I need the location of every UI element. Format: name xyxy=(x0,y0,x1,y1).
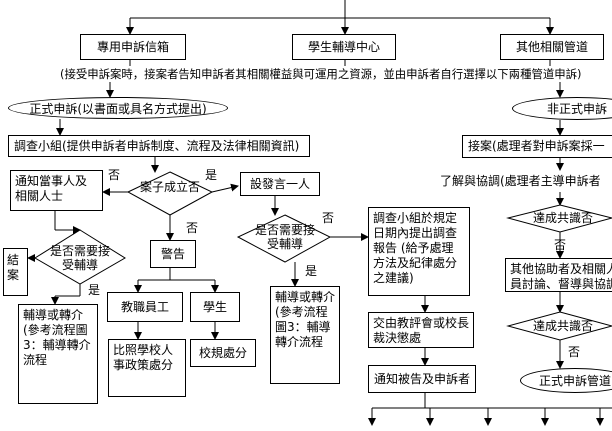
student-box: 學生 xyxy=(190,292,240,322)
formal-channel-oval: 正式申訴管道 xyxy=(520,368,612,393)
case-established-diamond: 案子成立否 xyxy=(140,180,201,194)
understand-coordinate-text: 了解與協調(處理者主導申訴者 xyxy=(440,174,601,188)
no-label-1: 否 xyxy=(108,168,121,182)
need-counsel-diamond-2: 是否需要接受輔導 xyxy=(254,223,315,251)
notify-parties-box: 通知當事人及相關人士 xyxy=(10,170,103,211)
other-channel-box: 其他相關管道 xyxy=(500,34,604,60)
other-assist-box: 其他協助者及相關人員討論、督導與協調 xyxy=(505,258,612,292)
student-center-box: 學生輔導中心 xyxy=(292,34,396,60)
yes-label-1: 是 xyxy=(205,168,218,182)
no-label-2: 否 xyxy=(186,221,199,235)
no-label-5: 否 xyxy=(568,345,581,359)
need-counsel-diamond-1: 是否需要接受輔導 xyxy=(49,244,110,272)
investigation-report-box: 調查小組於規定日期內提出調查報告 (給予處理方法及紀律處分之建議) xyxy=(368,207,470,296)
committee-box: 設發言一人 xyxy=(240,172,320,196)
consensus-diamond-2: 達成共識否 xyxy=(532,319,593,333)
accept-case-box: 接案(處理者對申訴案採一 xyxy=(462,135,612,158)
warning-box: 警告 xyxy=(150,240,196,268)
yes-label-3: 是 xyxy=(305,264,318,278)
consensus-diamond-1: 達成共識否 xyxy=(532,211,593,225)
school-discipline-box: 校規處分 xyxy=(190,339,256,367)
close-case-box: 結案 xyxy=(3,248,28,296)
counsel-referral-box-1: 輔導或轉介(參考流程圖3：輔導轉介流程 xyxy=(18,304,98,404)
instruction-text: (接受申訴案時，接案者告知申訴者其相關權益與可運用之資源，並由申訴者自行選擇以下… xyxy=(60,67,582,81)
personnel-policy-box: 比照學校人事政策處分 xyxy=(108,339,186,397)
notify-defendant-box: 通知被告及申訴者 xyxy=(368,365,476,393)
counsel-referral-box-2: 輔導或轉介(參考流程圖3：輔導轉介流程 xyxy=(270,286,340,384)
yes-label-2: 是 xyxy=(88,283,101,297)
mailbox-box: 專用申訴信箱 xyxy=(80,34,186,60)
no-label-4: 否 xyxy=(554,238,567,252)
informal-complaint-oval: 非正式申訴 xyxy=(512,97,612,120)
review-committee-box: 交由教評會或校長裁決懲處 xyxy=(368,312,474,348)
no-label-3: 否 xyxy=(322,211,335,225)
staff-box: 教職員工 xyxy=(107,292,183,322)
investigation-team-box: 調查小組(提供申訴者申訴制度、流程及法律相關資訊) xyxy=(8,135,310,157)
formal-complaint-oval: 正式申訴(以書面或具名方式提出) xyxy=(8,97,228,119)
